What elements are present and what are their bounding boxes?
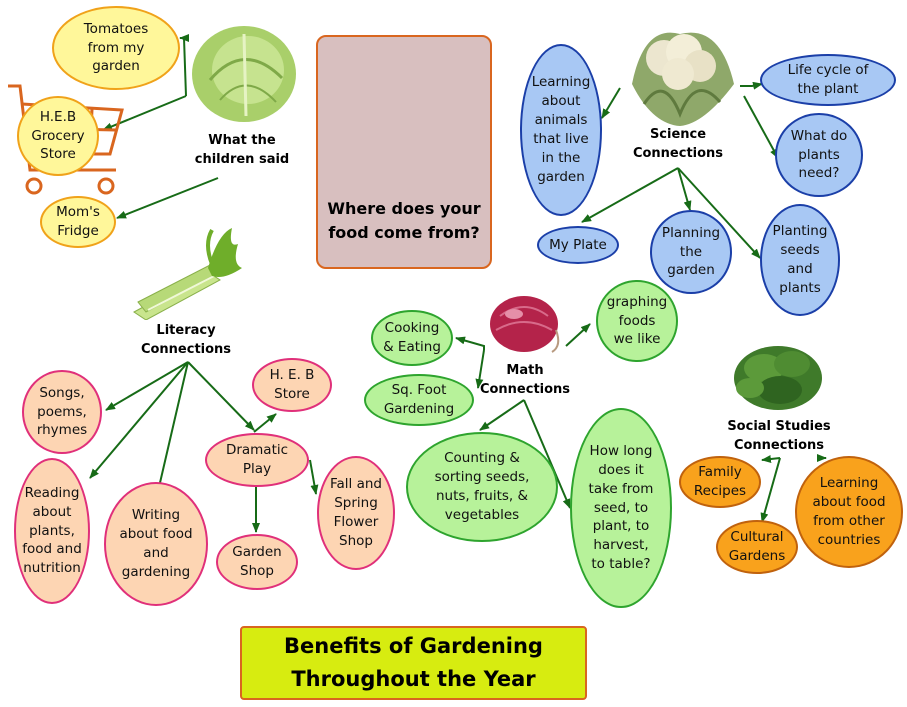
node-cultural-gardens: Cultural Gardens: [716, 520, 798, 574]
node-heb-grocery: H.E.B Grocery Store: [17, 96, 99, 176]
arrow-to-planting: [677, 167, 761, 259]
arrow-to-dramatic-play: [187, 361, 255, 431]
center-question-title: Where does your food come from?: [327, 199, 481, 242]
math-label: Math Connections: [479, 363, 571, 397]
arrow-to-how-long: [523, 399, 571, 509]
node-garden-shop: Garden Shop: [216, 534, 298, 590]
onion-image: [490, 296, 560, 353]
node-learning-food: Learning about food from other countries: [795, 456, 903, 568]
node-planting: Planting seeds and plants: [760, 204, 840, 316]
spinach-image: [734, 346, 822, 410]
node-graphing: graphing foods we like: [596, 280, 678, 362]
arrow-to-planning: [677, 167, 692, 211]
node-moms-fridge: Mom's Fridge: [40, 196, 116, 248]
celery-image: [133, 228, 242, 320]
node-planning: Planning the garden: [650, 210, 732, 294]
node-counting: Counting & sorting seeds, nuts, fruits, …: [406, 432, 558, 542]
arrow-to-heb-store: [253, 413, 277, 433]
node-family-recipes: Family Recipes: [679, 456, 761, 508]
arrow-to-songs: [105, 361, 189, 411]
center-question-box: Where does your food come from?: [316, 35, 492, 269]
node-writing: Writing about food and gardening: [104, 482, 208, 606]
science-label: Science Connections: [632, 127, 724, 161]
node-reading: Reading about plants, food and nutrition: [14, 458, 90, 604]
arrow-to-cultural-gardens: [760, 457, 781, 523]
arrow-to-sq-foot: [475, 349, 485, 389]
cabbage-image: [192, 26, 296, 122]
benefits-banner: Benefits of Gardening Throughout the Yea…: [240, 626, 587, 700]
node-flower-shop: Fall and Spring Flower Shop: [317, 456, 395, 570]
arrow-to-animals: [601, 87, 621, 119]
node-songs: Songs, poems, rhymes: [22, 370, 102, 454]
node-cooking: Cooking & Eating: [371, 310, 453, 366]
arrow-to-flower-shop: [309, 459, 319, 495]
node-plants-need: What do plants need?: [775, 113, 863, 197]
arrow-to-my-plate: [581, 167, 679, 223]
node-dramatic-play: Dramatic Play: [205, 433, 309, 487]
arrow-to-moms-fridge: [116, 177, 219, 219]
arrow-to-graphing: [565, 323, 591, 347]
node-heb-store: H. E. B Store: [252, 358, 332, 412]
node-tomatoes: Tomatoes from my garden: [52, 6, 180, 90]
social-studies-label: Social Studies Connections: [727, 419, 831, 453]
arrow-to-counting: [479, 399, 525, 431]
arrow-to-tomatoes: [179, 34, 189, 97]
node-life-cycle: Life cycle of the plant: [760, 54, 896, 106]
children-said-label: What the children said: [194, 133, 290, 167]
arrow-to-reading: [89, 361, 189, 479]
node-how-long: How long does it take from seed, to plan…: [570, 408, 672, 608]
node-sq-foot: Sq. Foot Gardening: [364, 374, 474, 426]
arrow-to-family-recipes: [761, 455, 781, 463]
arrow-to-life-cycle: [740, 81, 763, 90]
node-my-plate: My Plate: [537, 226, 619, 264]
node-animals: Learning about animals that live in the …: [520, 44, 602, 216]
literacy-label: Literacy Connections: [140, 323, 232, 357]
arrow-to-plants-need: [743, 95, 779, 159]
arrow-to-cooking: [455, 336, 485, 350]
arrow-to-writing: [154, 361, 189, 501]
cauliflower-image: [632, 32, 734, 126]
